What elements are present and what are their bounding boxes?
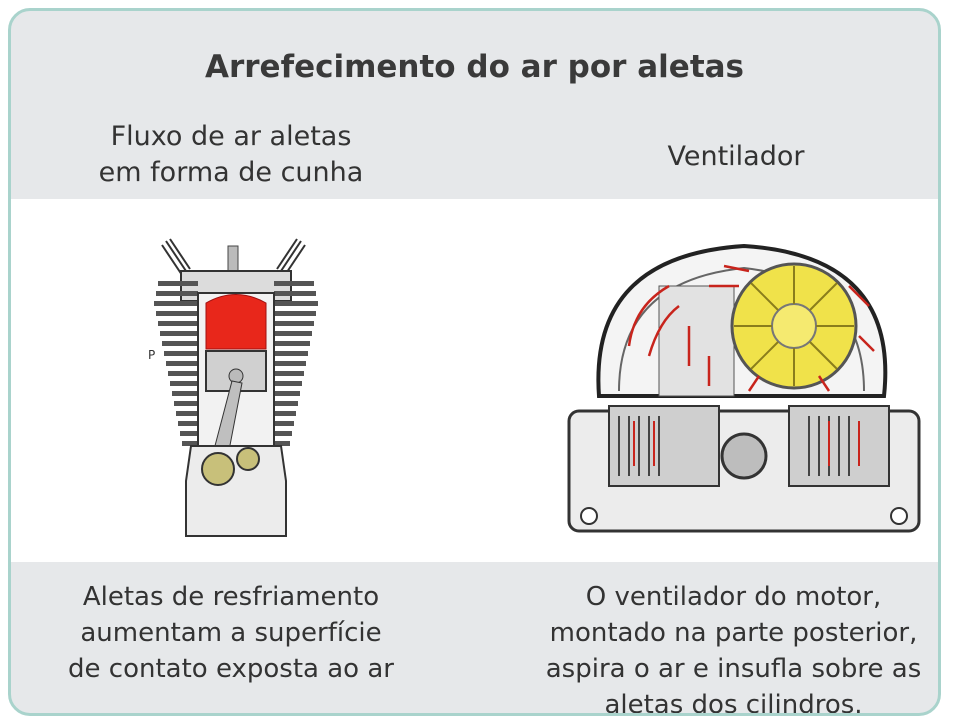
left-caption: Aletas de resfriamento aumentam a superf…	[68, 582, 394, 684]
marker-label: P	[148, 348, 155, 362]
diagram-title: Arrefecimento do ar por aletas	[204, 49, 745, 85]
right-subtitle: Ventilador	[667, 141, 805, 172]
fan-engine-illustration	[567, 243, 921, 533]
right-caption: O ventilador do motor, montado na parte …	[545, 582, 922, 716]
left-subtitle: Fluxo de ar aletas em forma de cunha	[98, 121, 364, 188]
finned-cylinder-illustration: P	[148, 238, 318, 537]
diagram-frame: Arrefecimento do ar por aletas Fluxo de …	[8, 8, 941, 716]
